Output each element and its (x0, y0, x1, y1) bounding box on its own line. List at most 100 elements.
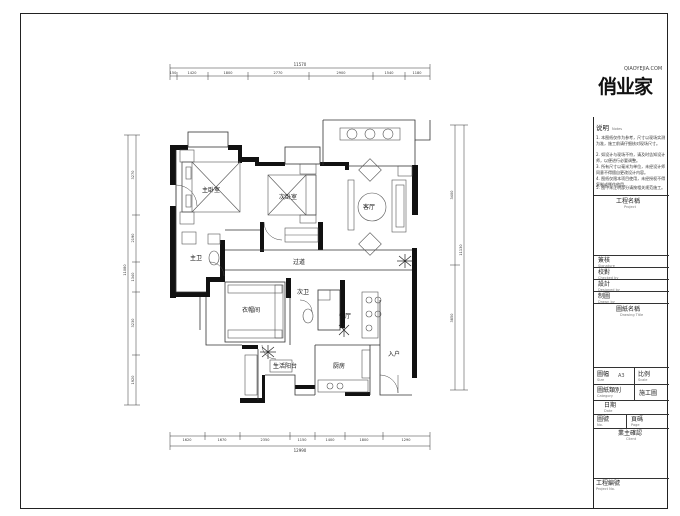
room-label-corridor: 过道 (293, 258, 305, 266)
kitchen-counter-icon (317, 349, 371, 393)
dim-right-1: 3400 (450, 191, 454, 200)
note-1: 1. 本图纸仅作为参考，尺寸以现场实测为准，施工前请仔细核对现场尺寸。 (596, 135, 666, 146)
dim-left-5: 1920 (131, 376, 135, 385)
dim-top-segments: 150 1420 1800 2770 2900 1540 1180 (170, 71, 422, 75)
dim-top-7: 1180 (413, 71, 422, 75)
approval-en: Client (626, 437, 637, 441)
dining-table-icon (361, 291, 382, 339)
dimension-lines (124, 64, 468, 450)
date-row: 日期 Date (594, 400, 669, 414)
notes-title-en: Notes (612, 127, 623, 131)
page-label: 頁碼 (631, 416, 644, 423)
thin-walls (175, 119, 431, 400)
room-label-second-bedroom: 次卧室 (279, 193, 297, 201)
project-name-label: 工程名稱 (616, 198, 641, 205)
wardrobe-icon (284, 227, 319, 243)
dining-chairs-icon (339, 127, 401, 141)
dim-left: 11080 3270 2190 1340 3230 1920 (123, 171, 135, 385)
dim-top-2: 1420 (188, 71, 197, 75)
plant-icon (397, 254, 413, 268)
project-name-cell: 工程名稱 Project (594, 195, 669, 255)
dim-top-6: 1540 (385, 71, 394, 75)
project-no-label: 工程編號 (596, 480, 621, 487)
dim-right-2: 3850 (450, 314, 454, 323)
doors (175, 184, 399, 394)
master-bed-icon (179, 149, 241, 225)
number-en: No. (597, 423, 603, 427)
dim-bottom-4: 1150 (298, 438, 307, 442)
review-label: 校對 (598, 269, 611, 276)
dim-bottom-6: 1800 (360, 438, 369, 442)
brand-logo: QIAOYEJIA.COM 俏业家 (598, 64, 666, 98)
plant-icon (338, 323, 350, 337)
date-label: 日期 (604, 402, 617, 409)
plant-icons (260, 254, 413, 359)
sheet-value: A3 (618, 373, 625, 379)
furniture (179, 127, 413, 396)
dim-top-4: 2770 (274, 71, 283, 75)
number-label: 圖號 (597, 416, 610, 423)
dim-bottom-3: 2350 (261, 438, 270, 442)
sofa-icon (391, 179, 407, 233)
walls (170, 145, 418, 403)
dim-right-total: 11130 (459, 244, 463, 255)
dim-top-total: 11570 (294, 62, 307, 67)
design-en: Designed by (598, 287, 620, 292)
category-en: Category (597, 394, 613, 398)
dim-bottom-1: 1620 (183, 438, 192, 442)
closet-shelves-icon (227, 284, 284, 339)
dim-left-4: 3230 (131, 319, 135, 328)
room-label-living-room: 客厅 (363, 203, 375, 211)
category-row: 圖紙類別 Category 施工圖 (594, 384, 669, 401)
drawing-name-en: Drawing Title (620, 313, 644, 317)
dim-left-2: 2190 (131, 234, 135, 243)
dim-bottom-2: 1670 (218, 438, 227, 442)
dim-top-1: 150 (170, 71, 177, 75)
project-number-cell: 工程編號 Project No. (594, 478, 669, 509)
dim-left-3: 1340 (131, 273, 135, 282)
title-block: 说明 Notes 1. 本图纸仅作为参考，尺寸以现场实测为准，施工前请仔细核对现… (593, 117, 669, 509)
design-label: 設計 (598, 281, 611, 288)
dim-right: 3400 3850 11130 (450, 191, 463, 323)
room-label-utility-balcony: 生活阳台 (273, 362, 297, 370)
dim-bottom-total: 12990 (294, 448, 307, 453)
drawing-frame (20, 13, 668, 509)
approval-label: 業主確認 (618, 430, 643, 437)
notes-title: 说明 (596, 124, 609, 132)
notes-section: 说明 Notes 1. 本图纸仅作为参考，尺寸以现场实测为准，施工前请仔细核对现… (594, 117, 669, 195)
dim-bottom-7: 1290 (402, 438, 411, 442)
drawing-name-label: 圖紙名稱 (616, 306, 641, 313)
bathroom-fixtures-icon (181, 231, 331, 324)
category-value: 施工圖 (639, 390, 658, 397)
room-labels: 主卧室 次卧室 客厅 主卫 过道 衣帽间 次卫 餐厅 生活阳台 厨房 入户 (190, 186, 400, 370)
note-4: 4. 图纸仅限本项目使用，未经授权不得复制或挪作他用。 (596, 176, 666, 187)
design-cell: 設計 Designed by (594, 279, 669, 292)
project-no-en: Project No. (596, 487, 615, 491)
room-label-second-bath: 次卫 (297, 288, 309, 296)
note-5: 5. 图中未注明部分请按相关规范施工。 (596, 185, 666, 190)
room-label-master-bedroom: 主卧室 (202, 186, 220, 194)
room-label-master-bath: 主卫 (190, 254, 202, 262)
page-en: Page (631, 423, 640, 427)
brand-name: 俏业家 (598, 76, 653, 98)
coffee-table-icon (357, 158, 387, 256)
dim-bottom-5: 1400 (326, 438, 335, 442)
signature-en: Signature (598, 263, 615, 268)
brand-url: QIAOYEJIA.COM (624, 66, 663, 72)
note-2: 2. 如设计与现场不符，请及时告知设计师，以便进行必要调整。 (596, 152, 666, 163)
client-approval-cell: 業主確認 Client (594, 428, 669, 478)
dim-left-total: 11080 (123, 264, 127, 275)
dim-top-5: 2900 (337, 71, 346, 75)
second-bed-icon (267, 163, 317, 224)
number-page-row: 圖號 No. 頁碼 Page (594, 414, 669, 429)
plant-icon (260, 345, 276, 359)
sheet-en: Size (597, 378, 605, 382)
signature-cell: 簽核 Signature (594, 255, 669, 268)
review-cell: 校對 Checked by (594, 267, 669, 280)
sheet-scale-row: 圖幅 Size A3 比例 Scale (594, 367, 669, 385)
drawn-by-cell: 制圖 Drawn by (594, 291, 669, 304)
room-label-dining: 餐厅 (339, 312, 351, 320)
room-label-walk-in-closet: 衣帽间 (242, 306, 260, 314)
